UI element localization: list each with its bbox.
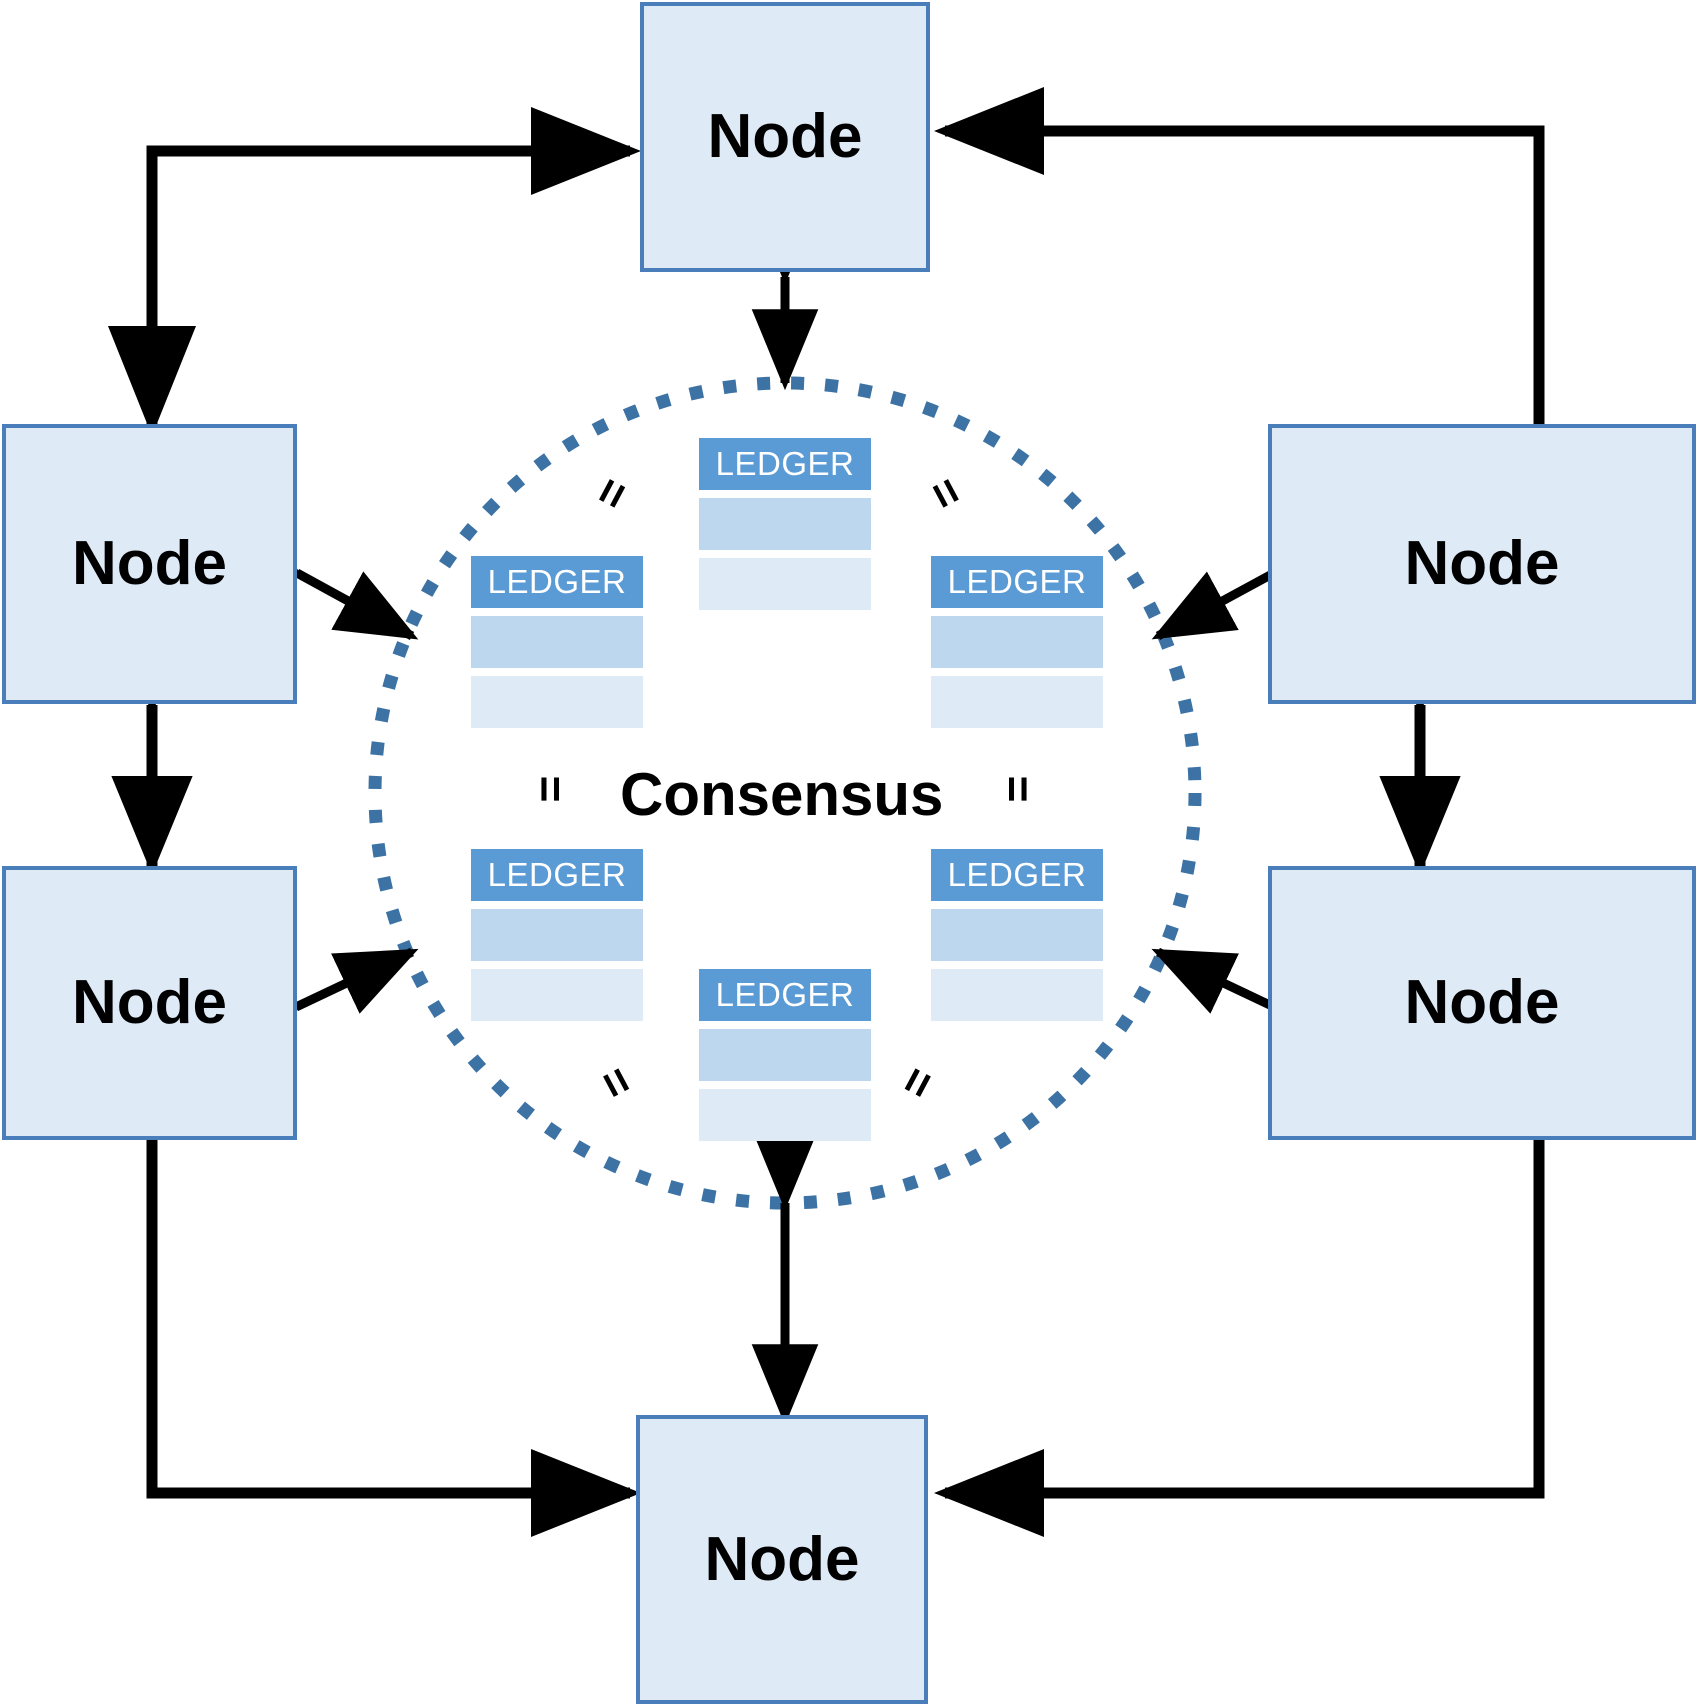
ledger-upper-left-header: LEDGER [471, 556, 643, 608]
conn-bottomnode-from-rightlower-elbow [934, 1140, 1545, 1538]
ledger-bottom[interactable]: LEDGER [699, 969, 871, 1141]
ledger-top[interactable]: LEDGER [699, 438, 871, 610]
ledger-lower-right-row-2 [931, 969, 1103, 1021]
ledger-lower-right-row-1 [931, 909, 1103, 961]
node-left-upper-label: Node [72, 529, 227, 598]
node-left-lower-label: Node [72, 968, 227, 1037]
node-right-lower[interactable]: Node [1268, 866, 1696, 1140]
ledger-upper-left-row-1 [471, 616, 643, 668]
ledger-lower-right-header: LEDGER [931, 849, 1103, 901]
node-left-lower[interactable]: Node [2, 866, 297, 1140]
ledger-upper-right[interactable]: LEDGER [931, 556, 1103, 728]
node-bottom[interactable]: Node [636, 1415, 928, 1704]
equals-mark-mid-left: = [523, 775, 576, 803]
node-right-upper[interactable]: Node [1268, 424, 1696, 704]
ledger-upper-right-row-1 [931, 616, 1103, 668]
ledger-upper-right-row-2 [931, 676, 1103, 728]
conn-rightlower-to-circle [1151, 947, 1355, 1069]
conn-leftupper-to-circle [216, 508, 419, 640]
conn-topnode-from-rightupper-elbow [934, 87, 1545, 428]
equals-mark-mid-right: = [992, 775, 1045, 803]
ledger-top-header: LEDGER [699, 438, 871, 490]
ledger-top-row-2 [699, 558, 871, 610]
ledger-lower-left-row-2 [471, 969, 643, 1021]
ledger-upper-left[interactable]: LEDGER [471, 556, 643, 728]
conn-leftupper-from-topnode-elbow [146, 106, 641, 425]
ledger-lower-left-header: LEDGER [471, 849, 643, 901]
conn-leftlower-to-circle [215, 947, 419, 1069]
ledger-upper-left-row-2 [471, 676, 643, 728]
node-right-upper-label: Node [1404, 529, 1560, 598]
ledger-lower-left[interactable]: LEDGER [471, 849, 643, 1021]
consensus-label: Consensus [620, 761, 944, 828]
ledger-lower-left-row-1 [471, 909, 643, 961]
node-bottom-label: Node [704, 1524, 860, 1594]
ledger-bottom-row-2 [699, 1089, 871, 1141]
node-top[interactable]: Node [640, 2, 930, 272]
node-left-upper[interactable]: Node [2, 424, 297, 704]
ledger-lower-right[interactable]: LEDGER [931, 849, 1103, 1021]
node-top-label: Node [707, 102, 863, 171]
node-right-lower-label: Node [1404, 968, 1560, 1037]
ledger-bottom-row-1 [699, 1029, 871, 1081]
conn-rightupper-to-circle [1151, 508, 1355, 640]
conn-bottomnode-from-leftlower-elbow [146, 1140, 641, 1537]
ledger-upper-right-header: LEDGER [931, 556, 1103, 608]
ledger-bottom-header: LEDGER [699, 969, 871, 1021]
ledger-top-row-1 [699, 498, 871, 550]
consensus-circle-boundary [368, 376, 1202, 1210]
